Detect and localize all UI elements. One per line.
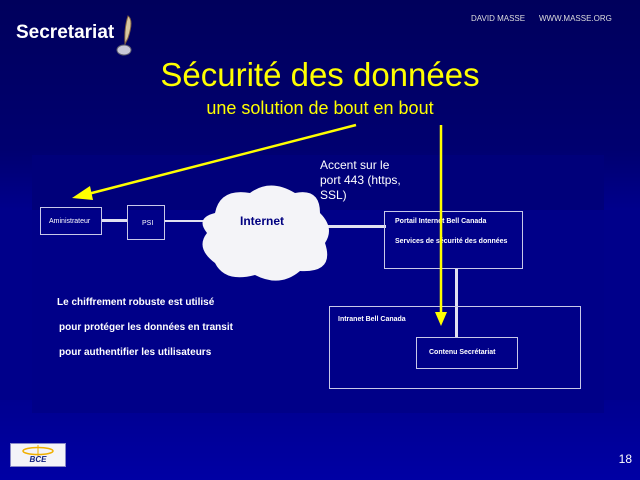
arrowhead-content [435,312,447,326]
note-line: port 443 (https, [320,173,401,187]
isp-box: PSI [127,205,165,240]
brand-name: Secretariat [16,22,115,43]
connector-internet-portal [320,225,386,228]
port-note: Accent sur le port 443 (https, SSL) [320,158,401,203]
note-line: SSL) [320,188,347,202]
portal-services: Services de sécurité des données [395,238,508,245]
author-name: DAVID MASSE [471,14,526,23]
connector-admin-isp [102,219,128,222]
page-number: 18 [618,452,632,466]
intranet-label: Intranet Bell Canada [338,316,406,323]
admin-label: Aministrateur [49,218,91,225]
internet-cloud-icon [202,185,329,281]
isp-label: PSI [142,220,154,227]
bullet-1: Le chiffrement robuste est utilisé [57,297,215,308]
connector-portal-content [455,269,458,337]
internet-label: Internet [240,214,285,228]
arrow-to-admin [87,123,357,196]
bullet-3: pour authentifier les utilisateurs [59,347,212,358]
note-line: Accent sur le [320,158,390,172]
website: WWW.MASSE.ORG [539,14,612,23]
content-label: Contenu Secrétariat [429,349,496,356]
bce-logo: BCE [10,443,66,467]
slide-title: Sécurité des données [160,56,480,93]
bullet-2: pour protéger les données en transit [59,322,233,333]
admin-box: Aministrateur [40,207,102,235]
quill-ink-icon [116,15,132,56]
bce-logo-text: BCE [29,455,47,464]
connector-isp-internet [165,220,205,222]
slide-subtitle: une solution de bout en bout [206,98,434,118]
intranet-box: Intranet Bell Canada [329,306,581,389]
arrowhead-admin [72,186,93,200]
diagram-panel-top [32,155,604,210]
content-box: Contenu Secrétariat [416,337,518,369]
bce-logo-emblem-icon [22,445,54,456]
